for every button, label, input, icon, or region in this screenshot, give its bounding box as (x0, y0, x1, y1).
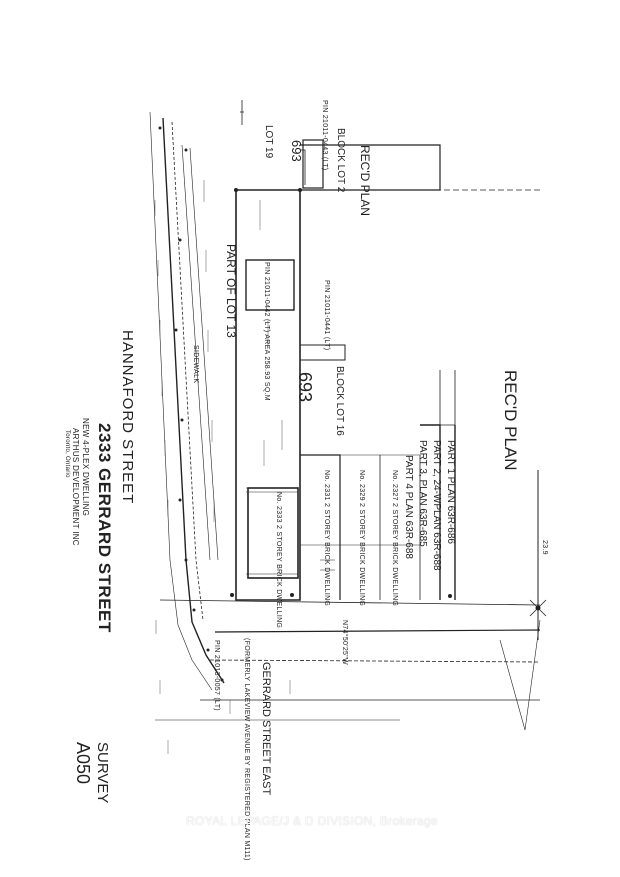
block-lot-mid: BLOCK LOT 16 (334, 366, 345, 436)
dwelling-2329: No. 2329 2 STOREY BRICK DWELLING (358, 470, 365, 607)
dwelling-2327: No. 2327 2 STOREY BRICK DWELLING (391, 470, 398, 607)
plan-693-mid: 693 (295, 372, 315, 403)
gerrard-street-label: GERRARD STREET EAST (260, 662, 272, 796)
lot19-label: LOT 19 (263, 125, 274, 159)
measure-label: 23.9 (541, 540, 548, 555)
subtitle-line3: Toronto, Ontario (64, 430, 70, 478)
part2-label: PART 2, 24-WPLAN 63R-688 (431, 440, 442, 571)
dwelling-2331: No. 2331 2 STOREY BRICK DWELLING (323, 470, 330, 607)
part1-label: PART 1 PLAN 63R-686 (445, 440, 456, 544)
recd-plan-top: REC'D PLAN (358, 145, 372, 216)
part4-label: PART 4 PLAN 63R-688 (403, 455, 414, 559)
address-title: 2333 GERRARD STREET (95, 423, 114, 633)
part3-label: PART 3, PLAN 63R-685 (417, 440, 428, 547)
block-lot-top: BLOCK LOT 2 (335, 128, 346, 193)
pin-top: PIN 21011-0443 (LT) (321, 100, 328, 171)
pin-mid: PIN 21011-0441 (LT) (323, 280, 330, 351)
subtitle-line2: ARTHUS DEVELOPMENT INC (71, 428, 80, 546)
hannaford-street-label: HANNAFORD STREET (119, 330, 136, 505)
plan-693-top: 693 (289, 140, 304, 162)
recd-plan-mid: REC'D PLAN (501, 370, 520, 471)
subtitle-line1: NEW 4-PLEX DWELLING (81, 418, 90, 517)
sidewalk-label: SIDEWALK (192, 345, 199, 384)
sheet-code: A050 (73, 742, 93, 785)
area-label: PIN 21011-0442 (LT) AREA 258.93 SQ.M (263, 262, 270, 401)
bearing-label: N74°50'25"W (341, 620, 348, 665)
dwelling-2333: No. 2333 2 STOREY BRICK DWELLING (275, 492, 282, 629)
part-of-lot-label: PART OF LOT 13 (224, 244, 238, 338)
brokerage-watermark: ROYAL LEPAGE/J & D DIVISION, Brokerage (186, 814, 438, 828)
survey-label: SURVEY (94, 742, 111, 804)
pin-gerrard: PIN 21013-0057 (LT) (213, 640, 220, 711)
